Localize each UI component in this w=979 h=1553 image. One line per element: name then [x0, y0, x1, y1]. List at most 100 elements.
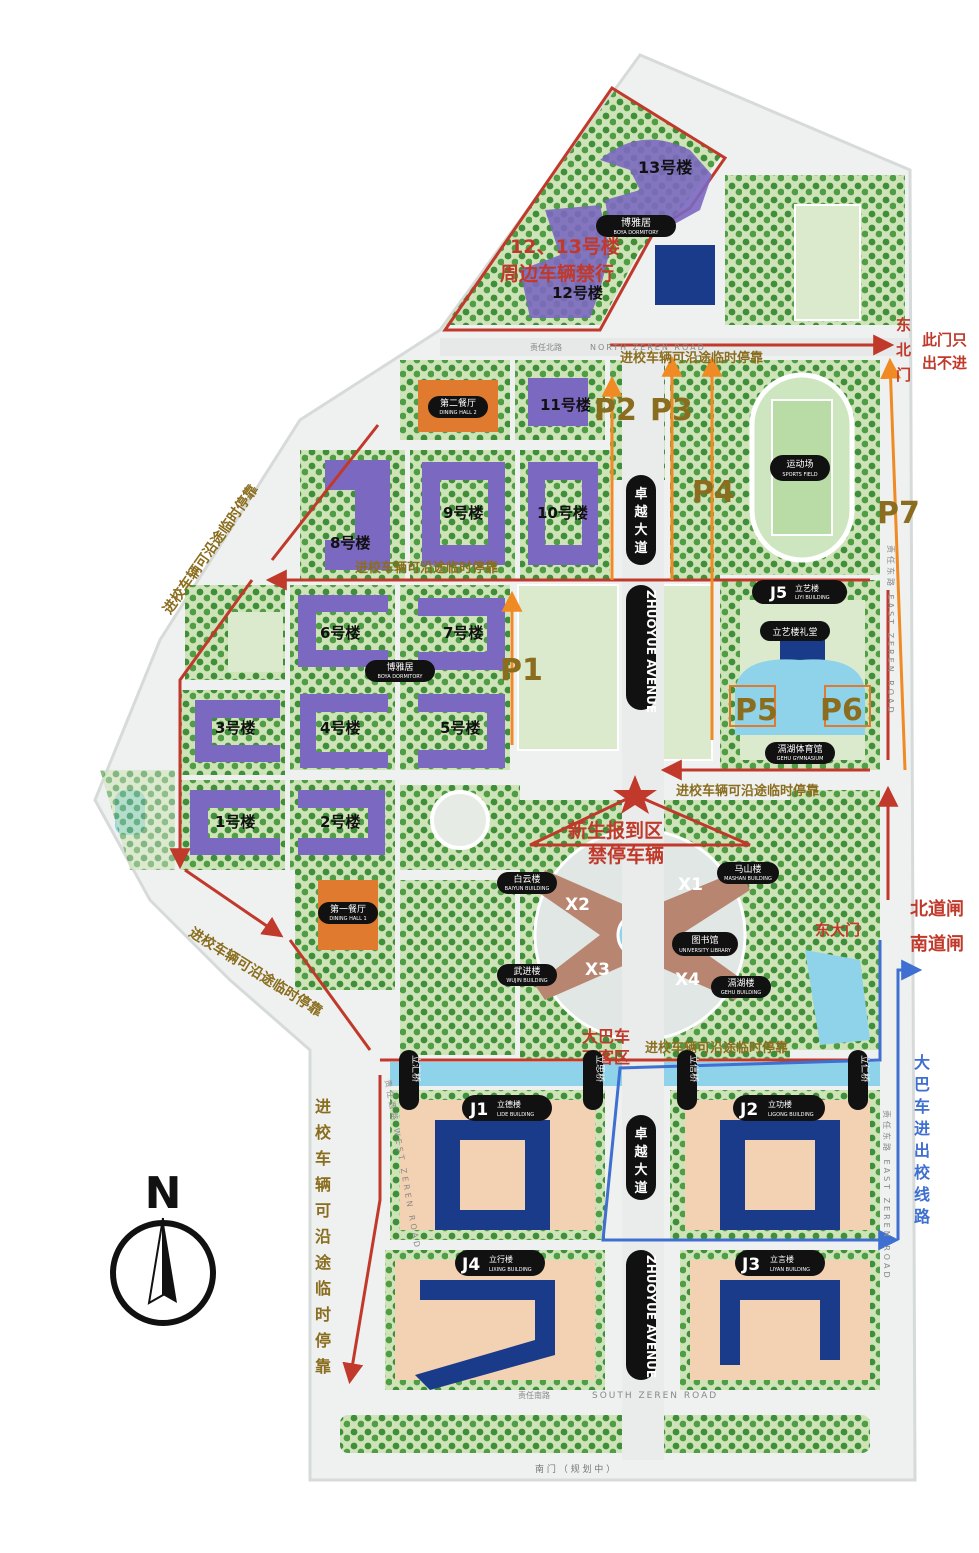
p1-label: P1 — [500, 653, 543, 688]
avenue-cn-north: 卓 — [634, 486, 647, 502]
j4-cn: 立行楼 — [489, 1254, 513, 1264]
boya-top-en: BOYA DORMITORY — [614, 230, 660, 236]
svg-text:进: 进 — [914, 1119, 930, 1138]
car-route-red — [169, 334, 899, 1385]
svg-text:路: 路 — [914, 1207, 931, 1226]
svg-text:大: 大 — [914, 1053, 930, 1072]
j3-shape — [720, 1280, 840, 1365]
b5-label: 5号楼 — [440, 719, 480, 737]
south-gate-label: 南道闸 — [910, 933, 964, 955]
bridge-lixin: 立信桥 — [688, 1055, 700, 1082]
bridge-liren: 立仁桥 — [859, 1055, 871, 1082]
north-hall-block — [655, 245, 715, 305]
dorm-8-shape — [325, 460, 390, 570]
road-east-upper: 责任东路 EAST ZEREN ROAD — [886, 545, 896, 716]
dorm-13-shape — [600, 139, 712, 232]
x3-label: X3 — [585, 960, 610, 980]
svg-text:巴: 巴 — [914, 1075, 930, 1094]
j1-en: LIDE BUILDING — [497, 1112, 534, 1118]
b9-label: 9号楼 — [443, 504, 483, 522]
j3-en: LIYAN BUILDING — [770, 1267, 810, 1273]
bus-route-blue — [601, 940, 923, 1251]
dorm-1-shape — [190, 790, 280, 855]
dining1-label: 第一餐厅 — [330, 903, 366, 915]
j1-cn: 立德楼 — [497, 1099, 521, 1109]
bus-1: 大巴车 — [582, 1027, 630, 1046]
baiyun-en: BAIYUN BUILDING — [505, 886, 550, 892]
b7-label: 7号楼 — [443, 624, 483, 642]
dining2-label: 第二餐厅 — [440, 397, 476, 409]
j1-shape — [435, 1120, 550, 1230]
svg-text:时: 时 — [315, 1305, 331, 1324]
dining1-en: DINING HALL 1 — [329, 916, 366, 922]
svg-text:沿: 沿 — [315, 1227, 331, 1246]
dorm-7-shape — [418, 598, 505, 670]
gym-en: GEHU GYMNASIUM — [777, 756, 824, 762]
gym-pool — [735, 659, 865, 735]
svg-text:出: 出 — [914, 1141, 930, 1160]
p2-label: P2 — [594, 393, 637, 428]
svg-text:道: 道 — [634, 540, 647, 556]
temp-stop-canal: 进校车辆可沿途临时停靠 — [645, 1040, 788, 1056]
b8-label: 8号楼 — [330, 534, 370, 552]
parking-arrows — [501, 355, 907, 771]
j4-shape — [415, 1280, 555, 1390]
svg-text:车: 车 — [914, 1097, 930, 1116]
library-en: UNIVERSITY LIBRARY — [679, 948, 732, 954]
b4-label: 4号楼 — [320, 719, 360, 737]
x2-label: X2 — [565, 895, 590, 915]
j3-code: J3 — [741, 1255, 760, 1275]
library-label: 图书馆 — [691, 934, 718, 946]
j2-code: J2 — [739, 1100, 758, 1120]
dorm-4-shape — [300, 694, 388, 768]
svg-text:越: 越 — [633, 504, 648, 520]
j2-shape — [720, 1120, 840, 1230]
avenue-en-north: ZHUOYUE AVENUE — [644, 590, 658, 713]
north-road-strip — [440, 338, 910, 356]
compass-n: N — [145, 1168, 182, 1219]
p3-label: P3 — [650, 393, 693, 428]
north-courts — [794, 204, 861, 321]
j4-code: J4 — [461, 1255, 480, 1275]
gym-label: 滆湖体育馆 — [777, 743, 822, 755]
road-south: 责任南路 — [518, 1390, 550, 1400]
avenue-cn-south: 卓 — [634, 1126, 647, 1142]
avenue-en-south: ZHUOYUE AVENUE — [644, 1255, 658, 1378]
svg-text:靠: 靠 — [315, 1357, 331, 1376]
restricted-note-1: 12、13号楼 — [510, 235, 620, 258]
road-north-en: NORTH ZEREN ROAD — [590, 343, 706, 352]
east-gate-label: 东大门 — [815, 921, 860, 939]
dorm-12-shape — [520, 205, 610, 318]
j3-cn: 立言楼 — [770, 1254, 794, 1264]
dorm-3-shape — [195, 700, 280, 762]
p6-label: P6 — [820, 693, 863, 728]
gehu-en: GEHU BUILDING — [721, 990, 761, 996]
b12-label: 12号楼 — [552, 284, 603, 302]
b2-label: 2号楼 — [320, 813, 360, 831]
boya-mid-en: BOYA DORMITORY — [378, 674, 424, 680]
gehu-label: 滆湖楼 — [727, 977, 754, 989]
svg-text:校: 校 — [914, 1163, 931, 1182]
j2-en: LIGONG BUILDING — [768, 1112, 814, 1118]
j5-en: LIYI BUILDING — [795, 595, 830, 601]
b1-label: 1号楼 — [215, 813, 255, 831]
j2-cn: 立功楼 — [768, 1099, 792, 1109]
dining2-en: DINING HALL 2 — [439, 410, 476, 416]
svg-text:进: 进 — [315, 1097, 331, 1116]
x1-label: X1 — [678, 875, 703, 895]
b13-label: 13号楼 — [638, 158, 692, 177]
j5-cn: 立艺楼 — [795, 583, 819, 593]
temp-stop-north: 进校车辆可沿途临时停靠 — [620, 350, 763, 366]
p5-label: P5 — [735, 693, 778, 728]
svg-text:途: 途 — [315, 1253, 332, 1272]
j1-code: J1 — [469, 1100, 488, 1120]
road-east-lower: 责任东路 EAST ZEREN ROAD — [882, 1110, 892, 1281]
j4-en: LIXING BUILDING — [489, 1267, 532, 1273]
temp-stop-east: 进校车辆可沿途临时停靠 — [676, 783, 819, 799]
register-1: 新生报到区 — [568, 819, 663, 842]
boya-top-label: 博雅居 — [621, 216, 651, 229]
dorm-11-shape — [528, 378, 588, 426]
ne-gate-note-1: 此门只 — [922, 331, 967, 349]
x4-label: X4 — [675, 970, 700, 990]
